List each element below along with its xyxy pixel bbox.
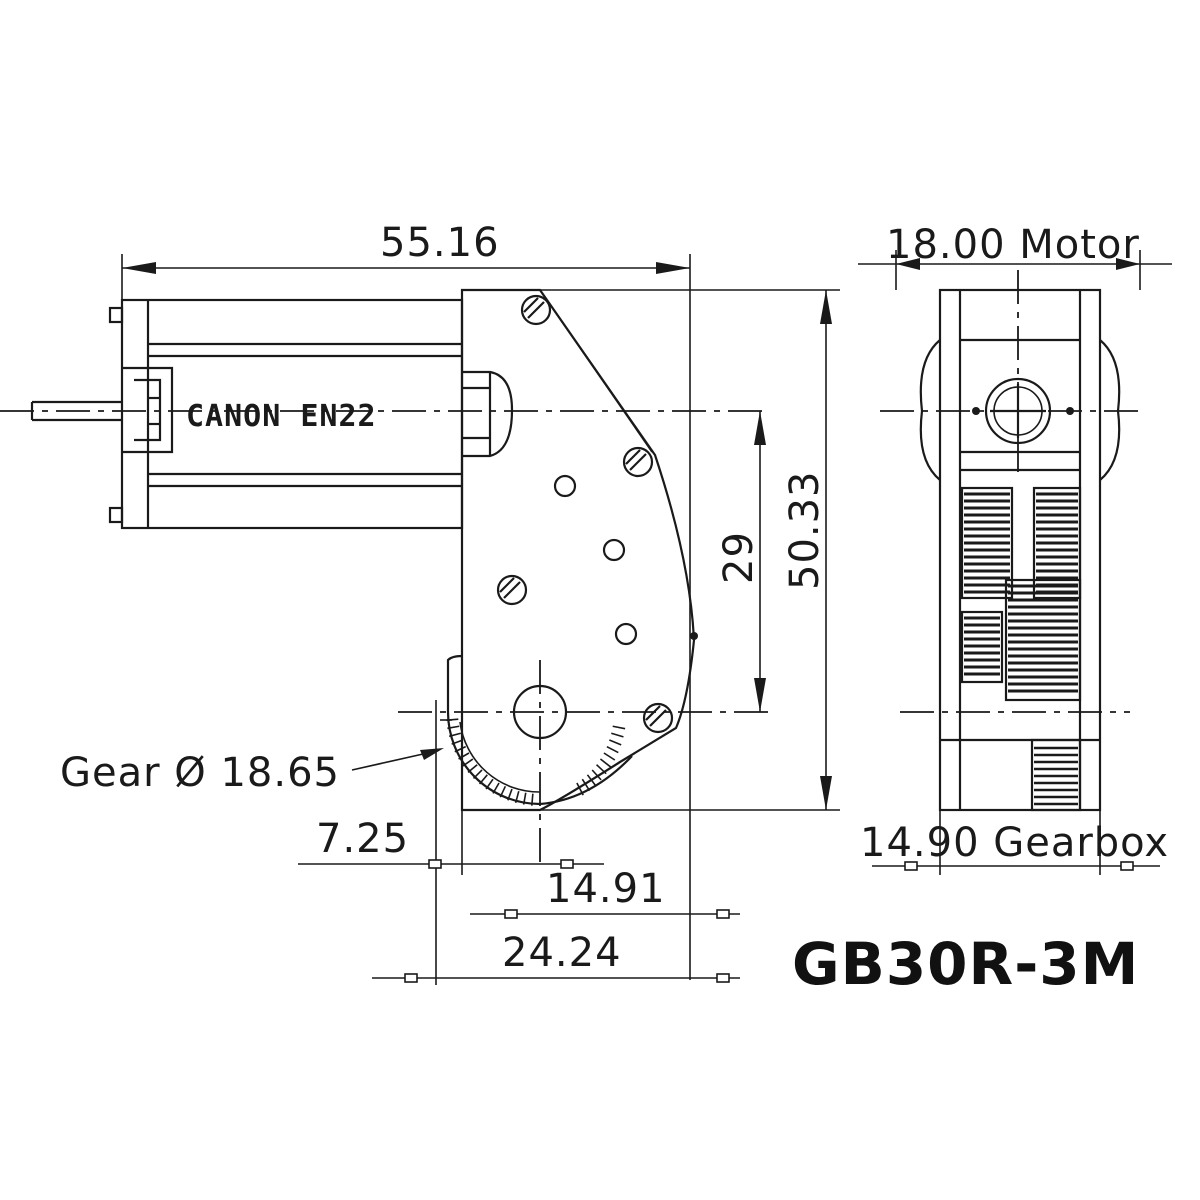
gear-tooth [485, 778, 494, 790]
dimension-overall-length: 55.16 [121, 220, 691, 980]
dimension-shaft-distance: 29 [716, 411, 766, 712]
gear-tooth [591, 769, 602, 781]
front-output-shaft [1030, 738, 1082, 812]
gear-tooth [499, 785, 507, 798]
gear-tooth [472, 769, 483, 780]
gear-tooth [609, 739, 622, 746]
gear-tooth [606, 745, 619, 754]
output-gear [440, 654, 633, 806]
dimension-gearbox-width: 14.90 Gearbox [860, 810, 1169, 875]
gear-block [960, 610, 1004, 684]
hole [602, 538, 626, 562]
gear-tooth [603, 752, 616, 761]
gear-block [1004, 578, 1082, 702]
front-housing [919, 288, 1121, 812]
gear-tooth [612, 725, 626, 730]
dimension-label: 24.24 [502, 930, 622, 976]
extension-lines [435, 700, 463, 985]
dimension-label: 50.33 [782, 470, 828, 590]
dimension-label: 7.25 [316, 816, 409, 862]
front-view: 18.00 Motor [858, 222, 1172, 875]
dimension-offset-a: 7.25 [298, 816, 604, 869]
gear-tooth [531, 793, 534, 806]
dimension-label: 18.00 Motor [886, 222, 1140, 268]
gear-tooth [458, 752, 470, 760]
gear-tooth [581, 778, 591, 792]
dimension-gear-diameter: Gear Ø 18.65 [60, 748, 444, 796]
dimension-gearbox-length: 24.24 [372, 930, 740, 983]
gear-tooth [595, 764, 607, 775]
dimension-label: 29 [716, 531, 762, 584]
gear-tooth [448, 732, 462, 738]
gear-block [1032, 486, 1082, 600]
dimension-label: Gear Ø 18.65 [60, 750, 340, 796]
gear-tooth [447, 725, 460, 730]
screw-top [520, 294, 552, 326]
dimension-label: 14.91 [546, 866, 666, 912]
gear-tooth [467, 764, 478, 774]
gear-tooth [599, 758, 612, 768]
side-view: CANON EN22 [0, 220, 840, 985]
motor-brand-label: CANON EN22 [186, 399, 377, 434]
gear-tooth [514, 790, 520, 804]
point-mark [690, 632, 698, 640]
screw-middle [622, 446, 654, 478]
gear-tooth [454, 745, 467, 753]
gear-tooth [478, 774, 488, 785]
dimension-motor-width: 18.00 Motor [858, 222, 1172, 290]
centre-lines [0, 410, 770, 870]
model-title: GB30R-3M [792, 930, 1139, 998]
gear-tooth [507, 788, 513, 801]
dimension-offset-b: 14.91 [470, 866, 740, 919]
gear-tooth [586, 774, 597, 787]
gearbox-plate [460, 288, 698, 812]
screw-left [496, 574, 528, 606]
gear-tooth [576, 782, 584, 796]
gear-tooth [462, 758, 474, 767]
dimension-label: 55.16 [380, 220, 500, 266]
gear-tooth [492, 782, 500, 794]
gear-tooth [451, 739, 464, 745]
motor-body: CANON EN22 [108, 298, 514, 530]
gear-tooth [522, 792, 527, 805]
gear-tooth [611, 732, 624, 738]
hole [553, 474, 577, 498]
dimension-overall-height: 50.33 [540, 289, 840, 811]
hole [614, 622, 638, 646]
dimension-label: 14.90 Gearbox [860, 820, 1169, 866]
front-gear-stack [960, 486, 1082, 702]
screw-bottom [642, 702, 674, 734]
gear-block [960, 486, 1014, 600]
